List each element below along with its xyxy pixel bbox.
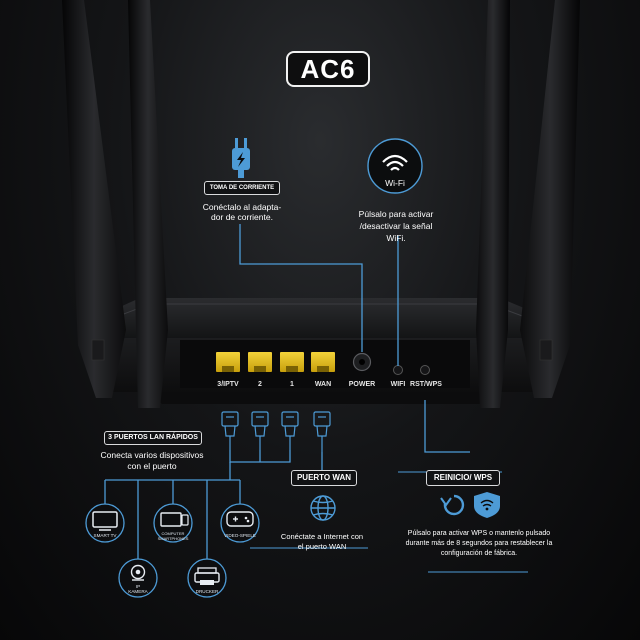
model-title-badge: AC6 (286, 51, 370, 87)
smart-tv-icon (85, 503, 125, 543)
router-top (95, 298, 548, 340)
reset-icon (440, 494, 465, 516)
device-label-computer-2: SMARTPHONES (157, 536, 189, 541)
wifi-button (393, 365, 403, 375)
device-label-smart-tv: SMART TV (93, 533, 117, 538)
printer-icon (187, 558, 227, 598)
antenna-inner-left (128, 0, 168, 408)
reset-connector-line (424, 400, 470, 453)
rst-wps-button (420, 365, 430, 375)
wan-tag: PUERTO WAN (291, 470, 357, 486)
antenna-outer-right (520, 0, 580, 398)
port-label-lan3: 3/IPTV (217, 381, 239, 388)
device-label-camera-2: KAMERA (128, 589, 148, 594)
device-label-camera-1: IP (135, 584, 141, 589)
reset-desc-line3: configuración de fábrica. (440, 550, 518, 557)
reset-desc-line2: durante más de 8 segundos para restablec… (405, 540, 553, 547)
computer-icon (153, 503, 193, 543)
lan3-port (216, 352, 240, 372)
wan-desc-line2: el puerto WAN (297, 542, 347, 551)
wifi-desc-line1: Púlsalo para activar (358, 209, 434, 219)
lan-desc-line1: Conecta varios dispositivos (100, 450, 204, 460)
wan-desc-line1: Conéctate a Internet con (280, 532, 364, 541)
antenna-inner-right (476, 0, 510, 408)
ethernet-cable-icon (251, 411, 269, 450)
wifi-icon-label: Wi-Fi (385, 178, 405, 188)
device-label-printer: DRUCKER (195, 589, 219, 594)
plug-icon (232, 138, 250, 178)
model-title: AC6 (300, 54, 356, 84)
ethernet-cable-icon (221, 411, 239, 450)
lan1-port (280, 352, 304, 372)
port-label-power: POWER (348, 381, 376, 388)
lan-desc-line2: con el puerto (127, 461, 177, 471)
antenna-outer-left (62, 0, 126, 398)
power-tag: TOMA DE CORRIENTE (204, 181, 280, 195)
power-desc-line2: dor de corriente. (211, 212, 273, 222)
wifi-desc-line3: WiFi. (386, 233, 406, 243)
ip-camera-icon (118, 558, 158, 598)
lan-tag: 3 PUERTOS LAN RÁPIDOS (104, 431, 202, 445)
wan-port (311, 352, 335, 372)
globe-icon (310, 495, 336, 521)
power-connector-line (239, 224, 363, 352)
wps-shield-icon (474, 492, 500, 518)
ethernet-cable-icon (281, 411, 299, 450)
power-desc-line1: Conéctalo al adapta- (202, 202, 282, 212)
game-controller-icon (220, 503, 260, 543)
port-label-lan1: 1 (290, 381, 294, 388)
reset-wps-tag: REINICIO/ WPS (426, 470, 500, 486)
router-top-edge (107, 303, 534, 321)
wifi-desc-line2: /desactivar la señal (359, 221, 433, 231)
port-label-wifi: WIFI (390, 381, 406, 388)
wifi-icon (367, 138, 423, 194)
port-label-rst-wps: RST/WPS (410, 381, 442, 388)
lan2-port (248, 352, 272, 372)
device-label-game: VIDEO-SPIELE (224, 533, 256, 538)
ethernet-cable-icon (313, 411, 331, 452)
port-label-wan: WAN (314, 381, 332, 388)
device-label-computer-1: COMPUTER (161, 531, 185, 536)
reset-desc-line1: Púlsalo para activar WPS o mantenlo puls… (407, 530, 551, 537)
port-label-lan2: 2 (258, 381, 262, 388)
